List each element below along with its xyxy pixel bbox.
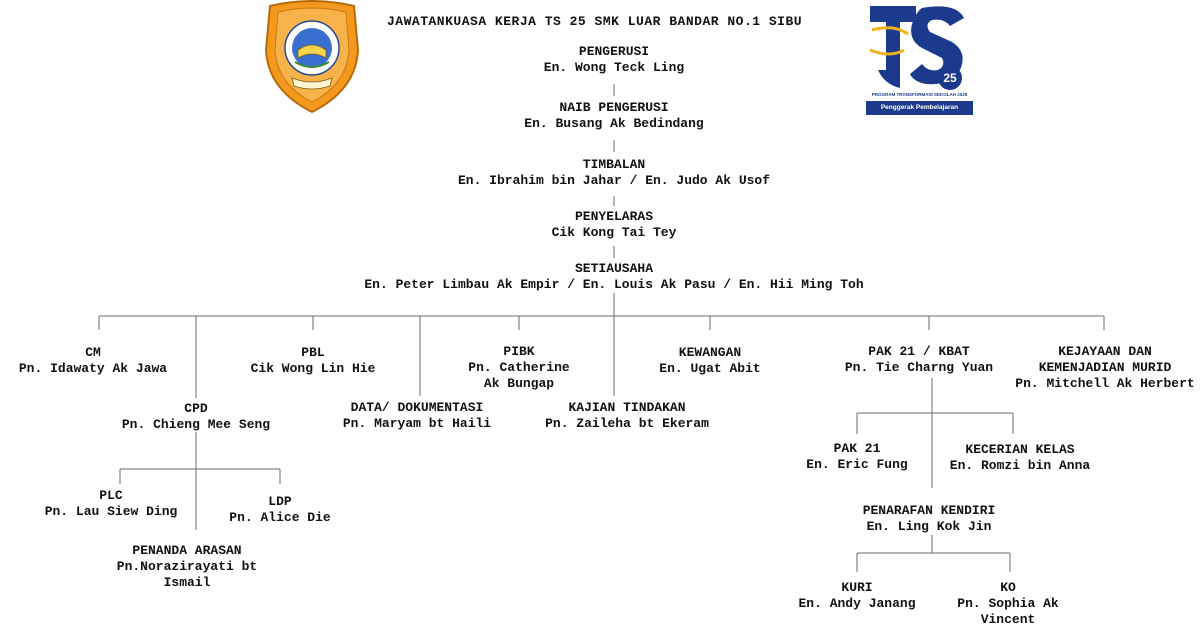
node-name: Pn. Maryam bt Haili xyxy=(342,416,492,431)
node-role: PLC xyxy=(99,488,123,503)
node-ldp: LDP Pn. Alice Die xyxy=(229,494,330,526)
node-name: En. Romzi bin Anna xyxy=(949,458,1091,473)
node-name: Pn. Lau Siew Ding xyxy=(44,504,178,519)
node-penarafan-kendiri: PENARAFAN KENDIRI En. Ling Kok Jin xyxy=(863,503,996,535)
node-cm: CM Pn. Idawaty Ak Jawa xyxy=(19,345,167,377)
node-name: Pn. Sophia Ak Vincent xyxy=(957,596,1059,627)
ts25-logo-icon: 25 xyxy=(869,6,964,90)
node-pbl: PBL Cik Wong Lin Hie xyxy=(251,345,376,377)
node-kuri: KURI En. Andy Janang xyxy=(798,580,915,612)
node-role: PIBK xyxy=(503,344,535,359)
node-pibk: PIBK Pn. Catherine Ak Bungap xyxy=(460,344,578,392)
node-kajian-tindakan: KAJIAN TINDAKAN Pn. Zaileha bt Ekeram xyxy=(545,400,709,432)
node-name: Cik Wong Lin Hie xyxy=(250,361,376,376)
node-name: Cik Kong Tai Tey xyxy=(551,225,677,240)
node-role: TIMBALAN xyxy=(582,157,646,172)
node-role: LDP xyxy=(268,494,292,509)
node-setiausaha: SETIAUSAHA En. Peter Limbau Ak Empir / E… xyxy=(364,261,863,293)
node-name: En. Eric Fung xyxy=(806,457,908,472)
node-role: SETIAUSAHA xyxy=(574,261,653,276)
node-name: En. Peter Limbau Ak Empir / En. Louis Ak… xyxy=(364,277,864,292)
node-kejayaan-murid: KEJAYAAN DAN KEMENJADIAN MURID Pn. Mitch… xyxy=(1012,344,1198,392)
node-role: KEWANGAN xyxy=(678,345,742,360)
school-crest-icon xyxy=(264,0,360,114)
node-kewangan: KEWANGAN En. Ugat Abit xyxy=(659,345,760,377)
node-role: PBL xyxy=(301,345,325,360)
node-name: Pn. Idawaty Ak Jawa xyxy=(18,361,168,376)
node-name: En. Ugat Abit xyxy=(659,361,761,376)
node-role: KAJIAN TINDAKAN xyxy=(568,400,686,415)
node-role: PENARAFAN KENDIRI xyxy=(862,503,996,518)
node-role: KURI xyxy=(841,580,873,595)
node-role: PAK 21 xyxy=(833,441,881,456)
node-name: Pn. Zaileha bt Ekeram xyxy=(545,416,709,431)
node-plc: PLC Pn. Lau Siew Ding xyxy=(45,488,178,520)
node-naib-pengerusi: NAIB PENGERUSI En. Busang Ak Bedindang xyxy=(524,100,703,132)
node-keceriaan-kelas: KECERIAN KELAS En. Romzi bin Anna xyxy=(950,442,1090,474)
node-name: Pn. Catherine Ak Bungap xyxy=(468,360,570,391)
node-name: En. Ling Kok Jin xyxy=(866,519,992,534)
node-role: PENANDA ARASAN xyxy=(132,543,242,558)
node-role: PAK 21 / KBAT xyxy=(868,344,970,359)
node-penanda-arasan: PENANDA ARASAN Pn.Norazirayati bt Ismail xyxy=(112,543,262,591)
node-role: KO xyxy=(1000,580,1016,595)
node-name: Pn. Chieng Mee Seng xyxy=(121,417,271,432)
node-name: Pn. Mitchell Ak Herbert xyxy=(1015,376,1195,391)
node-role: CPD xyxy=(184,401,208,416)
node-ko: KO Pn. Sophia Ak Vincent xyxy=(956,580,1060,628)
page-title: JAWATANKUASA KERJA TS 25 SMK LUAR BANDAR… xyxy=(387,14,803,29)
node-timbalan: TIMBALAN En. Ibrahim bin Jahar / En. Jud… xyxy=(458,157,770,189)
svg-text:25: 25 xyxy=(943,71,957,85)
node-pak21: PAK 21 En. Eric Fung xyxy=(806,441,907,473)
node-role: KEJAYAAN DAN KEMENJADIAN MURID xyxy=(1038,344,1172,375)
node-name: En. Busang Ak Bedindang xyxy=(524,116,704,131)
node-role: CM xyxy=(85,345,101,360)
node-role: PENYELARAS xyxy=(574,209,654,224)
node-name: En. Andy Janang xyxy=(798,596,916,611)
node-name: En. Wong Teck Ling xyxy=(543,60,685,75)
node-name: Pn. Tie Charng Yuan xyxy=(844,360,994,375)
node-pengerusi: PENGERUSI En. Wong Teck Ling xyxy=(544,44,684,76)
ts25-program-label: PROGRAM TRANSFORMASI SEKOLAH 2025 xyxy=(871,92,968,97)
node-penyelaras: PENYELARAS Cik Kong Tai Tey xyxy=(552,209,677,241)
node-cpd: CPD Pn. Chieng Mee Seng xyxy=(122,401,270,433)
node-role: PENGERUSI xyxy=(578,44,650,59)
node-name: En. Ibrahim bin Jahar / En. Judo Ak Usof xyxy=(457,173,771,188)
ts25-tagline: Penggerak Pembelajaran Bermakna xyxy=(866,101,973,125)
node-role: DATA/ DOKUMENTASI xyxy=(350,400,484,415)
node-role: KECERIAN KELAS xyxy=(965,442,1075,457)
node-name: Pn.Norazirayati bt Ismail xyxy=(116,559,258,590)
node-pak21-kbat: PAK 21 / KBAT Pn. Tie Charng Yuan xyxy=(845,344,993,376)
node-name: Pn. Alice Die xyxy=(229,510,331,525)
node-role: NAIB PENGERUSI xyxy=(559,100,669,115)
node-data-dokumentasi: DATA/ DOKUMENTASI Pn. Maryam bt Haili xyxy=(343,400,491,432)
